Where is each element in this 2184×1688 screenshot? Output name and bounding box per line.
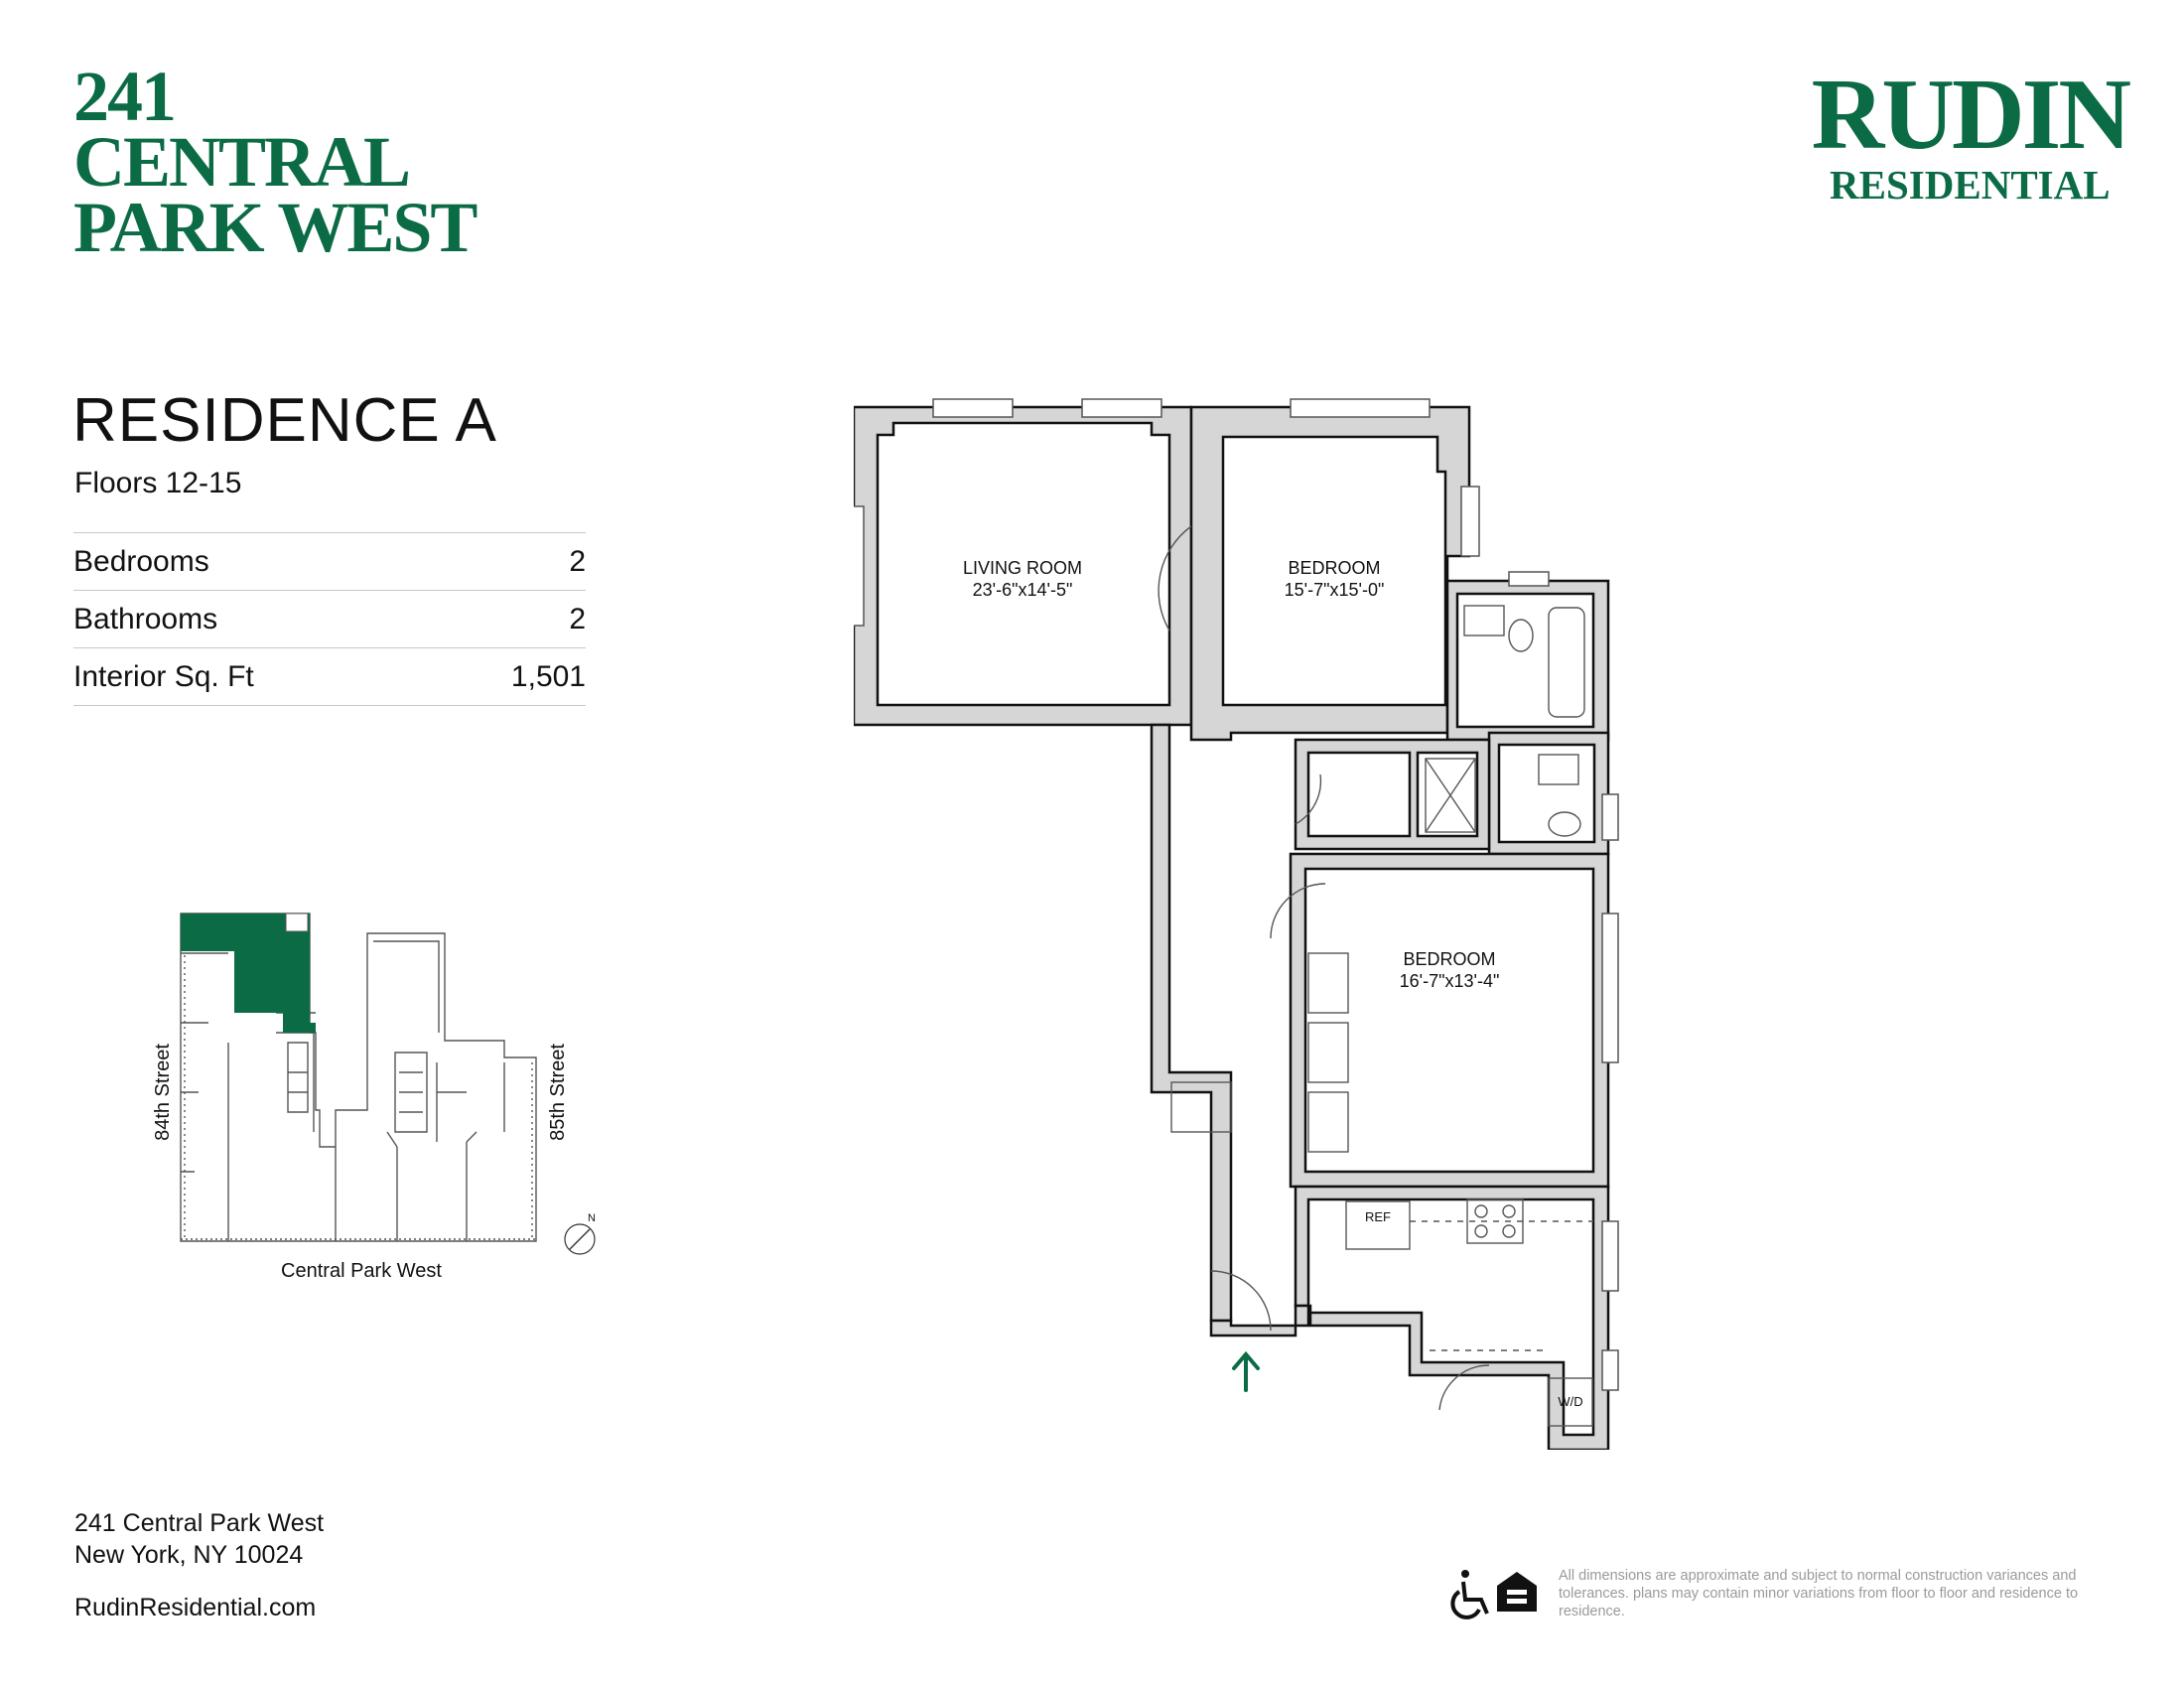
west-street-label: 84th Street [152,1044,174,1141]
spec-row-bedrooms: Bedrooms 2 [73,533,586,591]
spec-label: Bathrooms [73,603,218,635]
accessibility-icon [1450,1570,1489,1619]
foyer-walls [1150,723,1233,1323]
logo-line-1: RUDIN [1811,59,2131,171]
bath-2-walls [1487,731,1610,856]
room-name: BEDROOM [1288,558,1380,578]
window [1290,398,1431,418]
legal-block: All dimensions are approximate and subje… [1445,1564,2128,1623]
window [1508,571,1550,587]
toilet [1548,811,1581,837]
toilet [1508,619,1534,652]
rudin-residential-logo: RUDIN RESIDENTIAL [1811,59,2131,208]
floors-label: Floors 12-15 [74,467,242,499]
logo-line-2: RESIDENTIAL [1830,162,2111,208]
ref-label: REF [1365,1209,1391,1224]
floor-plan: LIVING ROOM 23'-6"x14'-5" BEDROOM 15'-7"… [854,398,1619,1450]
bedroom-2-walls [1289,852,1610,1189]
building-key-plan: 84th Street 85th Street Central Park Wes… [152,913,596,1282]
spec-value: 2 [569,545,586,578]
window [1601,913,1619,1063]
closets-walls [1294,738,1491,851]
residence-title: RESIDENCE A [72,386,497,455]
sink [1463,605,1505,636]
refrigerator [1345,1200,1411,1250]
north-arrow-icon: N [564,1212,596,1255]
room-name: LIVING ROOM [963,558,1082,578]
equal-housing-icon [1497,1572,1537,1612]
spec-label: Bedrooms [73,545,209,578]
room-dims: 23'-6"x14'-5" [973,580,1073,600]
door-swing [1270,883,1326,939]
window [1460,486,1480,557]
window [1601,1349,1619,1391]
spec-label: Interior Sq. Ft [73,660,254,693]
room-name: BEDROOM [1403,949,1495,969]
spec-table: Bedrooms 2 Bathrooms 2 Interior Sq. Ft 1… [73,532,586,706]
building-name-line: 241 [73,57,177,136]
legal-icons [1450,1570,1537,1619]
wd-label: W/D [1558,1394,1582,1409]
washer-dryer [1548,1377,1593,1427]
spec-value: 2 [569,603,586,635]
address: 241 Central Park West New York, NY 10024 [74,1507,324,1571]
building-name-line: PARK WEST [73,188,478,267]
window [1081,398,1162,418]
window [932,398,1014,418]
kitchen-walls [1294,1185,1610,1450]
window [854,505,865,627]
building-name: 241 CENTRAL PARK WEST [73,57,478,267]
window [1601,1220,1619,1292]
building-name-line: CENTRAL [73,122,411,202]
address-line-1: 241 Central Park West [74,1509,325,1537]
room-dims: 15'-7"x15'-0" [1285,580,1385,600]
north-label: N [588,1212,596,1224]
east-street-label: 85th Street [547,1044,569,1141]
door-swing [1438,1364,1490,1411]
website-link[interactable]: RudinResidential.com [74,1594,317,1621]
door-swing [1295,774,1322,825]
sink [1538,754,1579,785]
door-swing [1210,1270,1272,1332]
spec-row-sqft: Interior Sq. Ft 1,501 [73,648,586,706]
residence-a-highlight [181,914,316,1033]
avenue-label: Central Park West [281,1260,442,1282]
door-swing [1158,525,1192,632]
room-dims: 16'-7"x13'-4" [1400,971,1500,991]
window [1601,793,1619,841]
spec-row-bathrooms: Bathrooms 2 [73,591,586,648]
address-line-2: New York, NY 10024 [74,1541,304,1569]
shower [1425,758,1476,833]
entry-wall [1209,1304,1310,1337]
spec-value: 1,501 [510,660,586,693]
disclaimer-text: All dimensions are approximate and subje… [1559,1568,2079,1619]
bathtub [1548,607,1585,718]
entry-arrow-icon [1232,1350,1260,1392]
